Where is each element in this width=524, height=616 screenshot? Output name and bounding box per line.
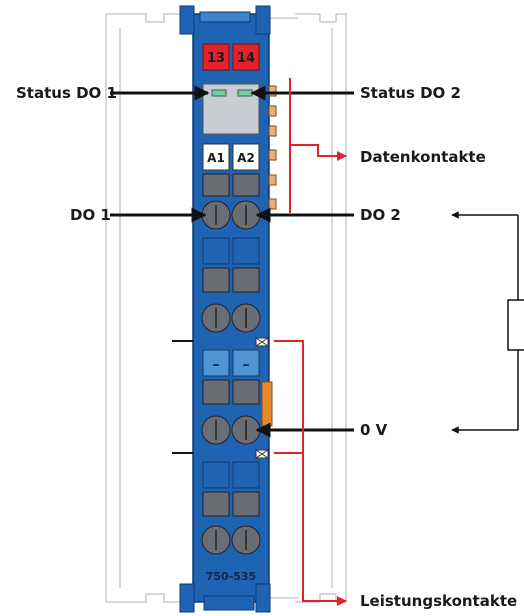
- channel-label-1: A1: [207, 151, 225, 165]
- channel-label-box-1: [202, 143, 230, 171]
- callout-arrows: [110, 85, 354, 438]
- load-circuit: [451, 211, 524, 434]
- power-contact-blade: [261, 381, 273, 427]
- channel-label-box-2: [232, 143, 260, 171]
- channel-number-2: 14: [237, 51, 255, 66]
- channel-label-2: A2: [237, 151, 255, 165]
- potential-marker-2: –: [243, 357, 250, 373]
- part-number: 750-535: [206, 570, 257, 583]
- terminal-block: [201, 173, 261, 555]
- label-status-do1: Status DO 1: [16, 84, 117, 102]
- label-leistungskontakte: Leistungskontakte: [360, 592, 518, 610]
- status-led-window: [202, 83, 260, 135]
- red-callouts: [274, 78, 347, 606]
- potential-marker-1: –: [213, 357, 220, 373]
- arrow-datenkontakte: [290, 144, 347, 161]
- label-status-do2: Status DO 2: [360, 84, 461, 102]
- label-datenkontakte: Datenkontakte: [360, 148, 486, 166]
- label-do1: DO 1: [70, 206, 111, 224]
- label-0v: 0 V: [360, 421, 388, 439]
- din-rail: [105, 13, 347, 603]
- arrow-leistungskontakte: [274, 340, 347, 606]
- potential-ticks: [172, 340, 193, 454]
- data-contacts: [268, 85, 277, 210]
- channel-number-1: 13: [207, 51, 225, 66]
- label-do2: DO 2: [360, 206, 401, 224]
- channel-number-boxes: [202, 43, 260, 71]
